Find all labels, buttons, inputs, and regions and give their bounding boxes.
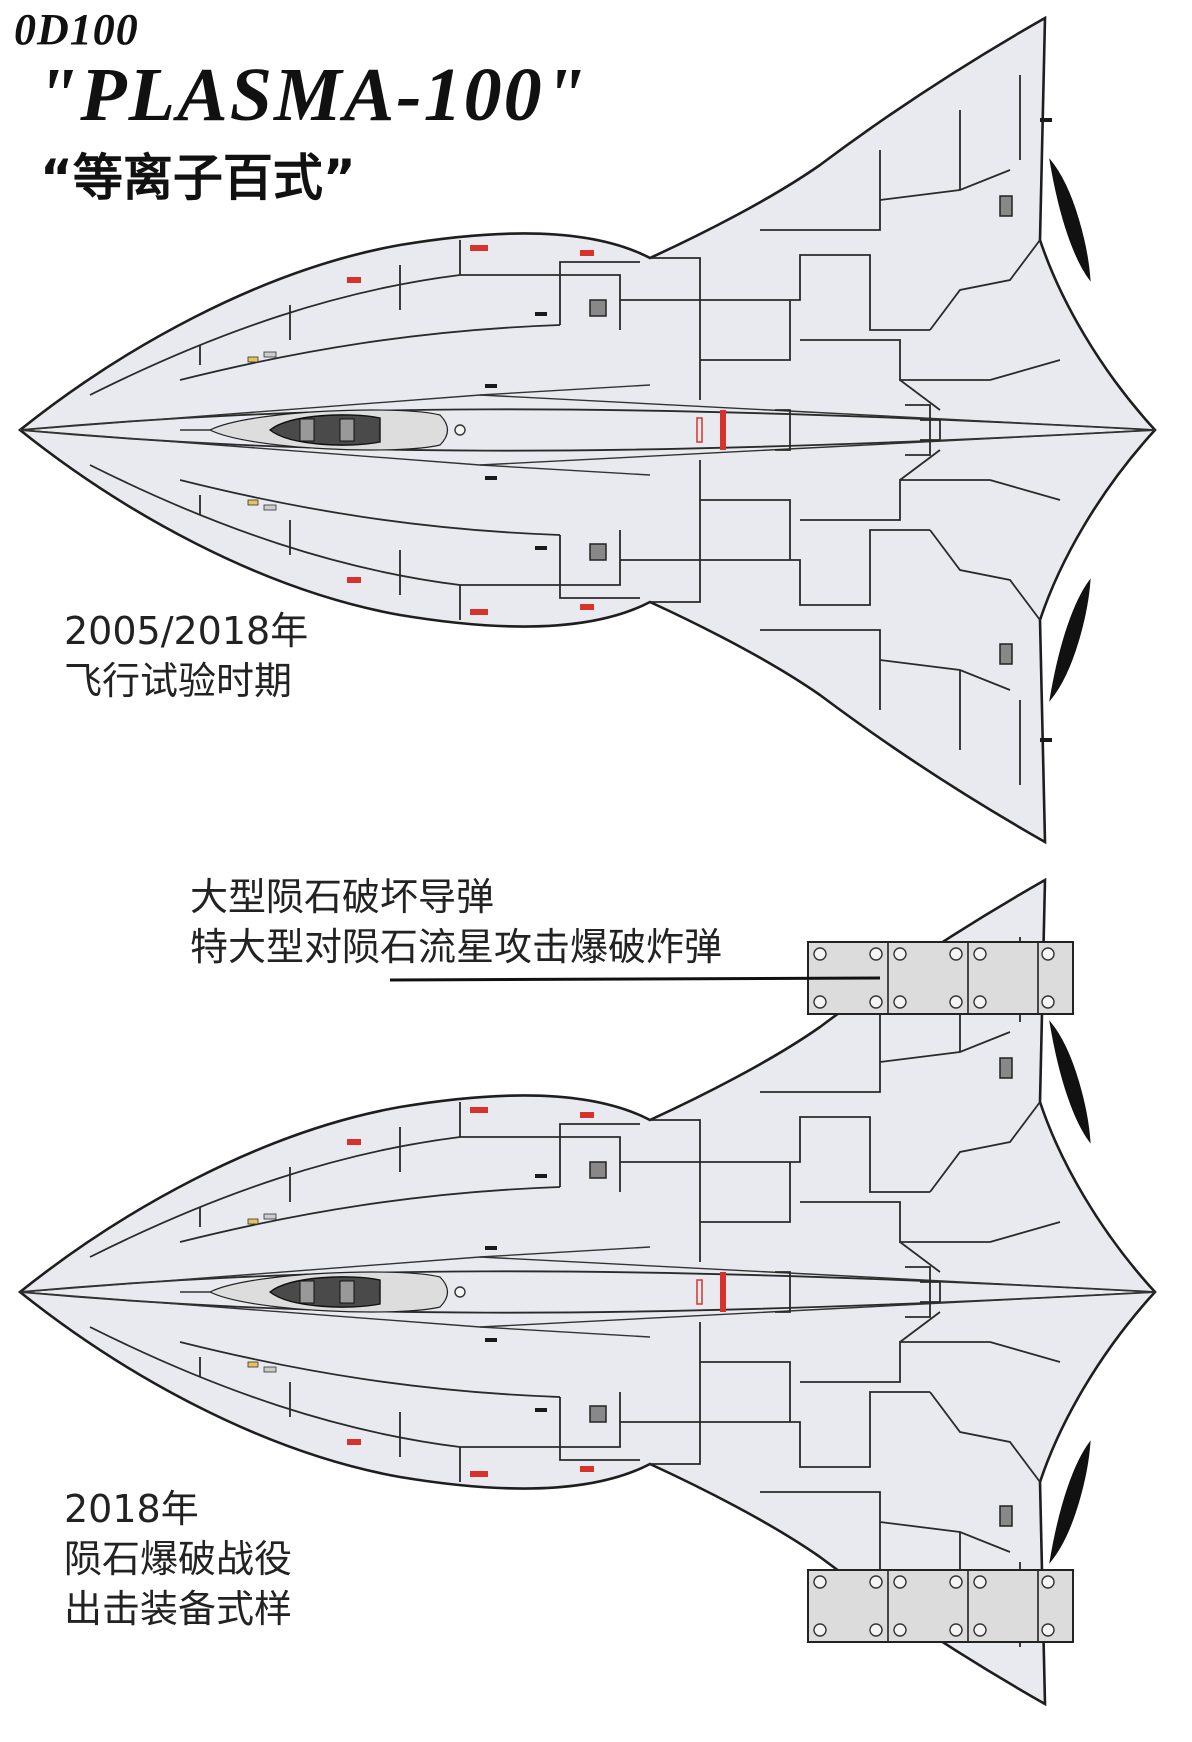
stores-annotation-line-2: 特大型对陨石流星攻击爆破炸弹	[190, 925, 723, 969]
caption-combat-line-1: 2018年	[64, 1487, 199, 1531]
aircraft-name: "PLASMA-100"	[36, 53, 588, 137]
annotation-leader-line	[389, 976, 881, 982]
caption-flight-test-line-2: 飞行试验时期	[64, 659, 293, 703]
store-pod-lower	[807, 1569, 1074, 1643]
aircraft-flight-test	[18, 16, 1157, 844]
stores-annotation-line-1: 大型陨石破坏导弹	[190, 875, 495, 919]
caption-flight-test-line-1: 2005/2018年	[64, 609, 309, 653]
designation-code: 0D100	[14, 5, 139, 54]
caption-combat-line-3: 出击装备式样	[64, 1587, 293, 1631]
caption-combat-line-2: 陨石爆破战役	[64, 1537, 293, 1581]
aircraft-chinese-name: “等离子百式”	[40, 149, 356, 207]
caption-combat-loadout: 2018年 陨石爆破战役 出击装备式样	[64, 1484, 292, 1634]
stores-annotation: 大型陨石破坏导弹 特大型对陨石流星攻击爆破炸弹	[190, 872, 722, 972]
caption-flight-test: 2005/2018年 飞行试验时期	[64, 606, 308, 706]
